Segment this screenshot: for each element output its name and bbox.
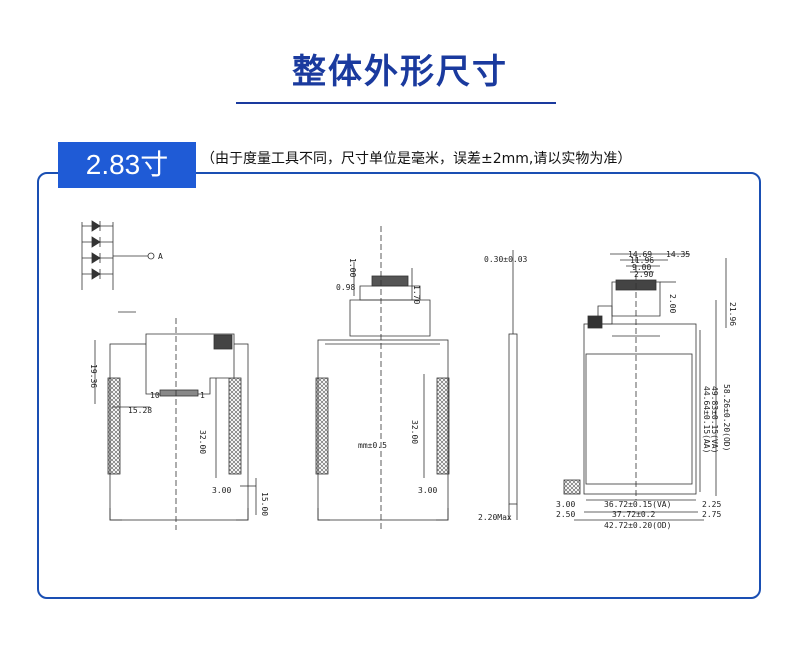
back-dim-top1: 1.00 [348, 258, 357, 277]
led-diode-2 [82, 236, 113, 248]
tolerance-note: （由于度量工具不同，尺寸单位是毫米，误差±2mm,请以实物为准） [201, 151, 632, 167]
back-dim-center: mm±0.5 [358, 441, 387, 450]
right-dim-h2: 21.96 [728, 302, 737, 326]
back-dim-top2: 0.98 [336, 283, 355, 292]
right-dim-r1: 2.25 [702, 500, 721, 509]
right-dim-h1: 2.00 [668, 294, 677, 313]
page-title: 整体外形尺寸 [292, 52, 508, 92]
right-dim-od-v: 58.26±0.20(OD) [722, 384, 731, 451]
led-diode-1 [82, 220, 113, 232]
front-dim-bottom1: 3.00 [212, 486, 231, 495]
side-view [508, 250, 518, 520]
led-diode-4 [82, 268, 113, 280]
right-dim-w1: 14.35 [666, 250, 690, 259]
right-dim-w2: 14.69 [628, 250, 652, 259]
front-pin1: 1 [200, 391, 205, 400]
side-dim-top: 0.30±0.03 [484, 255, 528, 264]
back-dim-fpc: 1.70 [412, 285, 421, 304]
front-dim-fpc: 15.28 [128, 406, 152, 415]
front-dim-bottom2: 15.00 [260, 492, 269, 516]
front-dim-left: 19.36 [89, 364, 98, 388]
led-diode-3 [82, 252, 113, 264]
front-dim-inner: 32.00 [198, 430, 207, 454]
led-schematic [81, 220, 155, 313]
back-dim-bottom: 3.00 [418, 486, 437, 495]
front-view [94, 318, 257, 530]
pin-label-a: A [158, 252, 163, 261]
title-underline [236, 102, 556, 104]
right-dim-va-v: 49.83±0.15(VA) [710, 386, 719, 453]
size-badge: 2.83寸 [58, 142, 196, 188]
right-view [563, 253, 727, 521]
back-view [315, 226, 450, 530]
right-dim-b3: 42.72±0.20(OD) [604, 521, 671, 530]
side-dim-bottom: 2.20Max [478, 513, 512, 522]
right-dim-r2: 2.75 [702, 510, 721, 519]
back-dim-inner: 32.00 [410, 420, 419, 444]
drawing-frame [37, 172, 761, 599]
right-dim-w5: 2.90 [634, 270, 653, 279]
right-dim-l1: 3.00 [556, 500, 575, 509]
right-dim-b1: 36.72±0.15(VA) [604, 500, 671, 509]
right-dim-b2: 37.72±0.2 [612, 510, 656, 519]
right-dim-w4: 9.00 [632, 263, 651, 272]
right-dim-l2: 2.50 [556, 510, 575, 519]
right-dim-aa-v: 44.64±0.15(AA) [702, 386, 711, 453]
right-dim-w3: 11.96 [630, 256, 654, 265]
front-pin10: 10 [150, 391, 160, 400]
